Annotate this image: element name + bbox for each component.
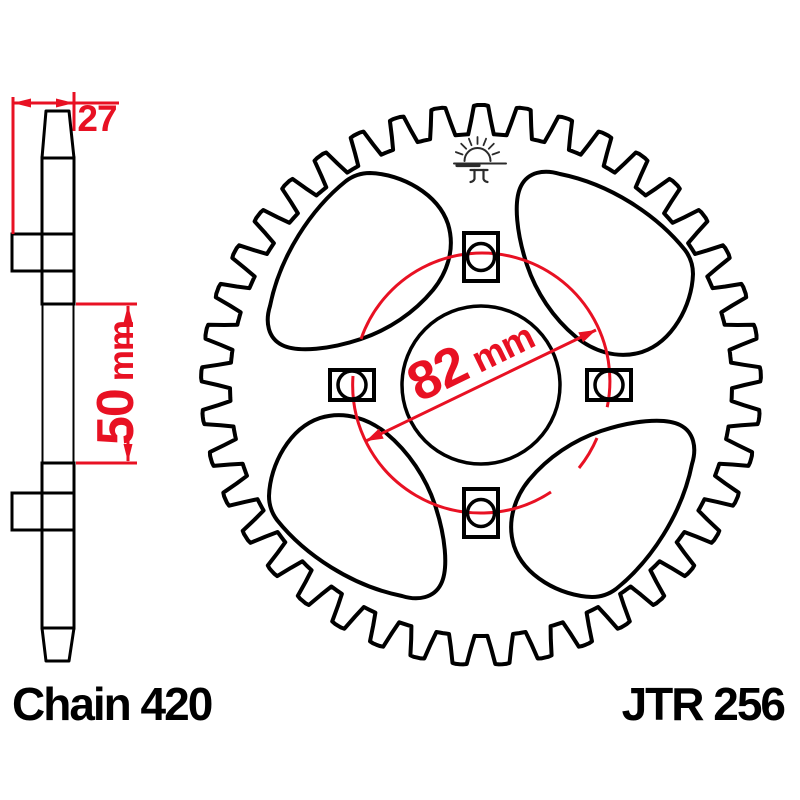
chain-size-label: Chain 420 — [12, 678, 213, 730]
section-plate-lower — [40, 461, 76, 630]
gear-outline — [199, 103, 763, 667]
lightening-hole-sw — [267, 413, 448, 601]
jt-logo-icon — [453, 136, 507, 184]
arrow-left — [13, 98, 31, 108]
bolt-hole-top — [462, 231, 500, 283]
width-dimension: 27 — [11, 92, 119, 234]
bolt-circle — [351, 251, 612, 515]
logo-text-glyph — [469, 168, 489, 184]
bolt-circle-dimension-label: 82mm — [398, 302, 542, 413]
bore-dimension-label: 50mm — [87, 321, 145, 445]
arrow-up — [123, 305, 133, 323]
width-dimension-label: 27 — [77, 98, 116, 139]
cross-section-view: 27 50mm — [10, 92, 145, 663]
bore-dimension: 50mm — [76, 302, 145, 465]
arrow-down — [123, 444, 133, 462]
arrow-lower-left — [366, 428, 384, 441]
lightening-hole-ne — [514, 169, 695, 357]
hub-boss-top — [10, 232, 76, 273]
bolt-hole-right — [585, 368, 633, 402]
section-plate-upper — [40, 156, 76, 306]
bolt-circle-dash — [577, 437, 599, 469]
lightening-hole-se — [509, 418, 697, 599]
hub-boss-bottom — [10, 491, 76, 532]
sun-icon — [463, 147, 492, 162]
bolt-hole-left — [328, 368, 376, 402]
section-tooth-top — [40, 109, 76, 160]
arrow-right — [56, 98, 74, 108]
arrow-upper-right — [578, 330, 596, 343]
front-view: 82mm — [199, 103, 763, 667]
sun-rays-icon — [454, 136, 501, 156]
center-bore — [400, 304, 562, 466]
part-number-label: JTR 256 — [621, 678, 786, 730]
section-tooth-bottom — [40, 626, 76, 663]
bolt-hole-bottom — [462, 487, 500, 539]
lightening-hole-nw — [265, 170, 453, 352]
